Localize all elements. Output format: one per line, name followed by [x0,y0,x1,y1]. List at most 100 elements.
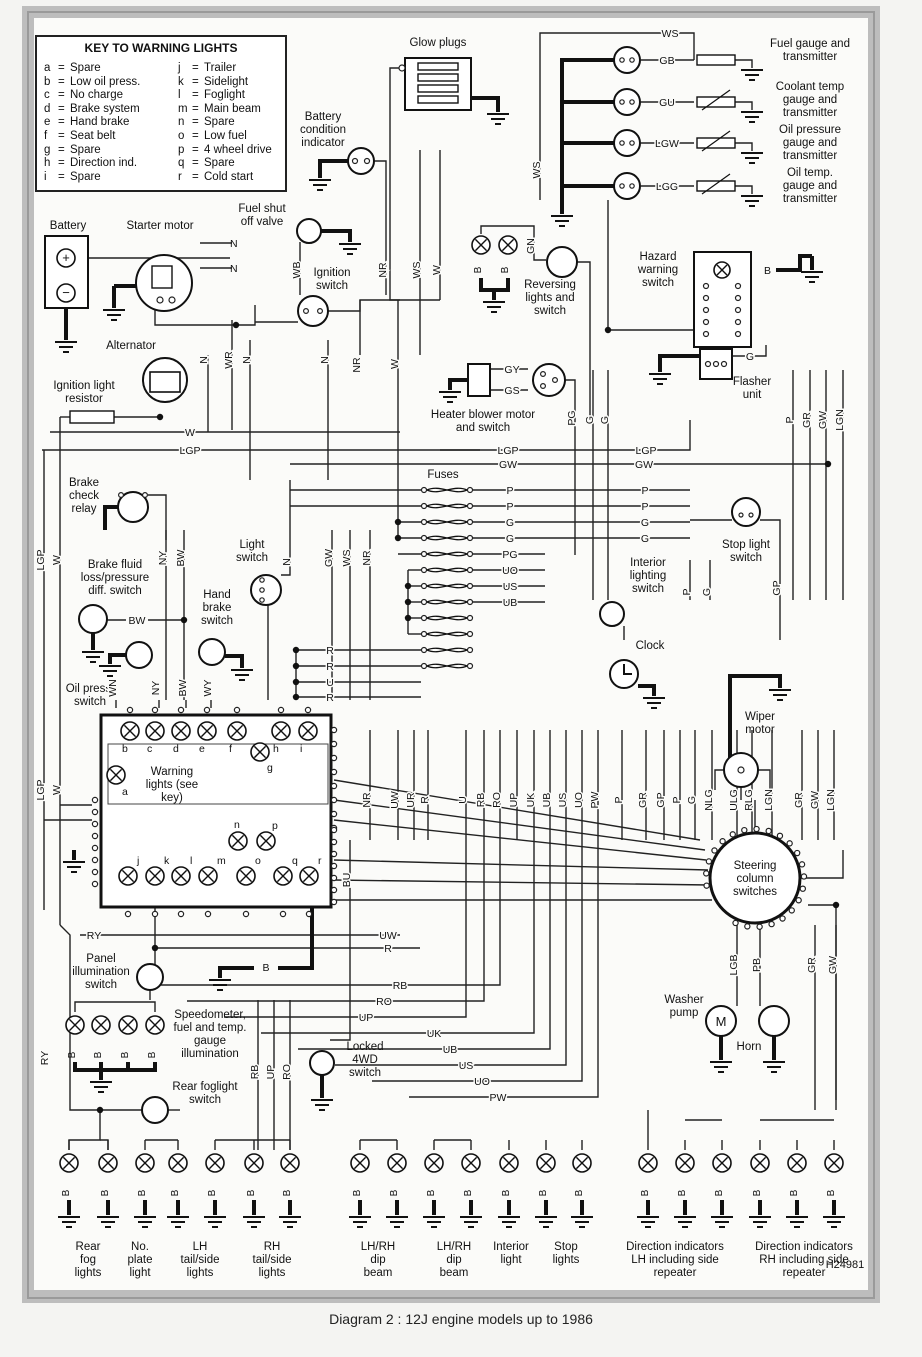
wire-code-PG: PG [566,410,578,425]
lamp-cross [239,869,253,883]
wire [103,505,118,530]
battery-positive-icon [56,248,76,268]
wire [335,840,567,1066]
washer-label: Washer [664,994,703,1006]
bundle-wire-GW: GW [809,791,821,809]
panel-illumination-label: illumination [72,966,130,978]
key-equals: = [192,75,199,88]
terminal [702,330,710,338]
terminal [720,360,728,368]
terminal [466,630,474,638]
starter-label: Starter motor [126,220,193,232]
wire [74,1001,156,1012]
fuse-output-UB: UB [503,597,518,609]
lamp-cross [715,1156,729,1170]
stair-bus-RB: RB [393,980,408,992]
terminal [91,844,99,852]
lamp-cross [253,745,267,759]
key-item-r: r=Cold start [178,171,272,185]
warning-letter-j: j [136,855,139,867]
wire [278,905,314,970]
variable-arrow [701,130,731,152]
wire-code-GR: GR [801,412,813,428]
light-switch-label: Light [240,539,266,551]
key-letter: c [44,89,50,102]
terminal [91,868,99,876]
brake-fluid-label: loss/pressure [81,572,149,584]
key-label: Spare [204,116,235,129]
fuse-right-G: G [641,517,649,529]
wire-code-B: B [752,1189,763,1196]
bundle-wire-RO: RO [491,792,503,808]
terminal [277,706,285,714]
warning-letter-a: a [122,786,128,798]
fuse-icon [426,519,468,525]
terminal [259,597,265,603]
wire-code-BW: BW [177,679,189,696]
terminal [259,577,265,583]
battery-plus: + [62,250,70,265]
alternator-label: Alternator [106,340,156,352]
terminal [712,360,720,368]
wire-code-GW: GW [635,459,653,471]
wire [735,101,753,110]
hand-brake-label: Hand [203,589,231,601]
terminal [91,796,99,804]
gauge-label: transmitter [783,193,837,205]
key-label: Sidelight [204,75,249,88]
gauge-label: Fuel gauge and [770,38,850,50]
horn-icon [758,1005,790,1037]
terminal [629,183,635,189]
lamp-cross [138,1156,152,1170]
washer-label: pump [670,1007,699,1019]
terminal [734,282,742,290]
bundle-wire-LGN: LGN [763,789,775,811]
wire [735,142,753,151]
terminal [466,614,474,622]
wire [333,819,707,861]
bottom-group-dir_lh-label: LH including side [631,1254,719,1266]
key-label: Hand brake [70,116,130,129]
bottom-group-lhrh_dip-label: dip [370,1254,385,1266]
terminal [702,318,710,326]
terminal [305,910,313,918]
key-letter: d [44,102,51,115]
key-label: Low fuel [204,129,247,142]
wire [333,879,711,886]
terminal [738,512,744,518]
terminal [734,330,742,338]
key-letter: m [178,102,188,115]
terminal [259,587,265,593]
terminal [117,492,124,499]
wire-code-WS: WS [531,162,543,179]
bottom-group-dir_rh-label: RH including side [759,1254,849,1266]
stair-bus-UP: UP [359,1012,374,1024]
terminal [330,754,338,762]
key-equals: = [192,129,199,142]
terminal [420,534,428,542]
key-equals: = [58,129,65,142]
warning-lights-label: lights (see [146,779,198,791]
bundle-wire-P: P [613,796,625,803]
terminal [330,726,338,734]
brake-relay-label: check [69,490,99,502]
brake-relay-label: relay [72,503,97,515]
wire-code-N: N [241,356,253,364]
key-item-p: p=4 wheel drive [178,144,272,158]
key-equals: = [192,89,199,102]
wire [735,59,753,68]
warning-letter-m: m [217,855,226,867]
bundle-wire-UP: UP [508,793,520,808]
lamp-cross [148,869,162,883]
warning-letter-c: c [147,743,152,755]
bottom-group-dir_rh-label: Direction indicators [755,1241,853,1253]
wire-code-RB: RB [249,1065,261,1080]
wire-code-B: B [282,1189,293,1196]
wire-code-W: W [185,427,195,439]
wire-code-WB: WB [291,262,303,279]
lamp-cross [390,1156,404,1170]
terminal [330,740,338,748]
wire-code-LGP: LGP [179,445,200,457]
terminal [126,706,134,714]
terminal [539,383,546,390]
